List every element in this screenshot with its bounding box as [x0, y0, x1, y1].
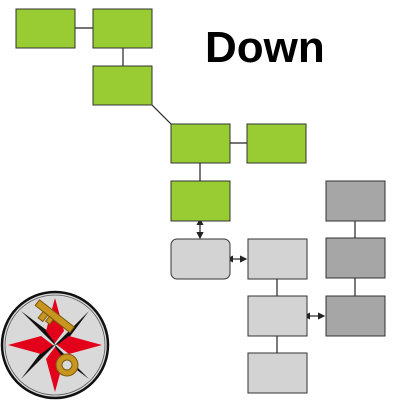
light-gray-box-2	[247, 295, 308, 337]
dark-gray-box-3	[325, 295, 386, 337]
key-compass-rose-logo	[0, 290, 110, 400]
logo-inner-ring	[4, 294, 106, 396]
green-boxes	[15, 8, 307, 222]
light-gray-box-1	[247, 238, 308, 280]
connector-second-to-third	[151, 104, 172, 125]
green-box-2	[92, 8, 153, 49]
green-box-4	[170, 123, 231, 164]
green-box-3	[92, 65, 153, 106]
rounded-gray-box	[170, 238, 231, 280]
logo-ray-sw	[21, 345, 55, 379]
dark-gray-boxes	[325, 180, 386, 337]
logo-ray-nw	[21, 311, 55, 345]
dark-gray-box-2	[325, 237, 386, 279]
connectors	[75, 27, 356, 353]
light-gray-box-3	[247, 352, 308, 394]
green-box-5	[246, 123, 307, 164]
logo-point-west	[8, 336, 53, 354]
green-box-6	[170, 180, 231, 222]
logo-point-east	[57, 336, 102, 354]
green-box-1	[15, 8, 76, 49]
key-icon	[34, 299, 79, 377]
light-gray-boxes	[170, 238, 308, 394]
diagram-title: Down	[205, 23, 325, 72]
dark-gray-box-1	[325, 180, 386, 222]
